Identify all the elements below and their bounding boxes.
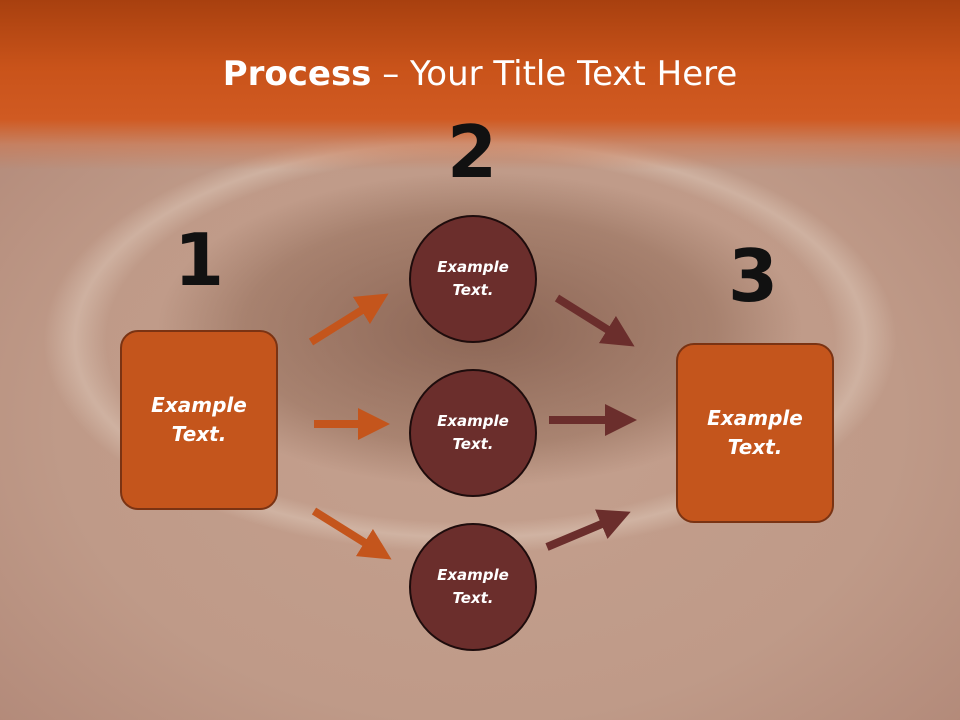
step-1-box: Example Text. — [120, 330, 278, 510]
circle-top: Example Text. — [409, 215, 537, 343]
circle-bottom-text: Example Text. — [437, 566, 509, 607]
step-1-text: Example Text. — [151, 393, 247, 446]
circle-middle: Example Text. — [409, 369, 537, 497]
step-3-text: Example Text. — [707, 406, 803, 459]
circle-middle-text: Example Text. — [437, 412, 509, 453]
step-number-1: 1 — [173, 218, 225, 302]
arrow-bottom-to-3 — [545, 509, 631, 551]
slide-title: Process – Your Title Text Here — [0, 52, 960, 96]
arrow-1-to-top — [308, 293, 389, 346]
title-rest: – Your Title Text Here — [371, 54, 738, 94]
arrow-1-to-bottom — [311, 507, 392, 560]
step-number-2: 2 — [446, 110, 498, 194]
step-number-3: 3 — [727, 234, 779, 318]
circle-top-text: Example Text. — [437, 258, 509, 299]
circle-bottom: Example Text. — [409, 523, 537, 651]
step-3-box: Example Text. — [676, 343, 834, 523]
title-bar — [0, 0, 960, 170]
title-bold: Process — [222, 54, 372, 94]
arrow-top-to-3 — [554, 294, 635, 347]
